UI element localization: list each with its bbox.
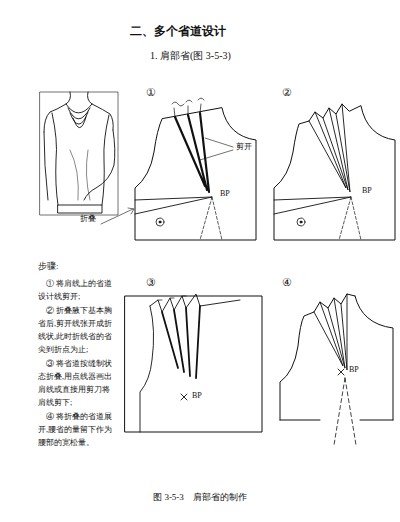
section-heading: 二、多个省道设计 [130, 24, 226, 38]
step-number: ③ [146, 276, 156, 289]
step-number: ④ [282, 276, 292, 289]
bodice-panel-3 [125, 294, 262, 432]
sub-heading: 1. 肩部省(图 3-5-3) [150, 50, 231, 62]
steps-heading: 步骤: [38, 260, 114, 273]
bp-label: BP [362, 186, 372, 196]
callout-label: 折叠 [80, 214, 96, 224]
step-number: ① [146, 86, 156, 99]
bp-label: BP [349, 365, 359, 375]
step-text: ① 将肩线上的省道设计线剪开; [38, 277, 114, 303]
step-text: ④ 将折叠的省道展开,腰省的量留下作为腰部的宽松量。 [38, 410, 114, 449]
bodice-panel-2 [274, 104, 395, 240]
bp-label: BP [220, 189, 230, 199]
bodice-panel-4 [280, 294, 393, 445]
step-number: ② [282, 86, 292, 99]
figure-caption: 图 3-5-3 肩部省的制作 [0, 492, 400, 503]
bodice-panel-1 [101, 98, 256, 240]
callout-label: 剪开 [236, 142, 252, 152]
step-text: ② 折叠腋下基本胸省后,剪开线张开成折线状,此时折线省的省尖到折点为止; [38, 304, 114, 356]
step-text: ③ 将省道按缝制状态折叠,用点线器画出肩线或直接用剪刀将肩线剪下; [38, 357, 114, 409]
figure-sketch [40, 92, 118, 215]
bp-label: BP [192, 391, 202, 401]
